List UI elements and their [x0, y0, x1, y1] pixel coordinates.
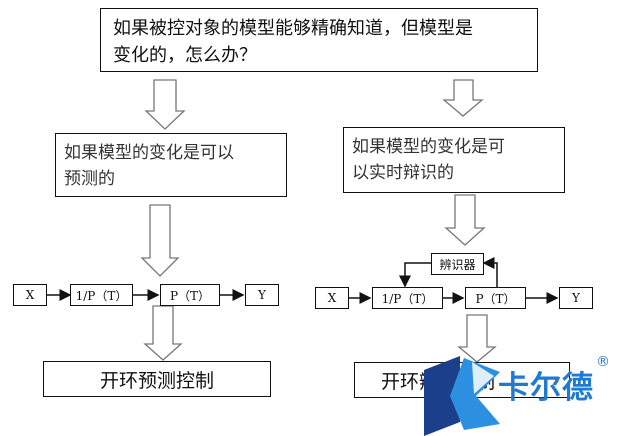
hollow-arrow-left-case [140, 204, 180, 277]
arrow-p-to-identifier [482, 257, 498, 288]
left-node-y: Y [245, 284, 279, 306]
right-node-inverse: 1/P（T） [372, 287, 443, 309]
right-node-y: Y [559, 287, 593, 309]
left-case-box: 如果模型的变化是可以 预测的 [55, 133, 287, 197]
question-line-1: 如果被控对象的模型能够精确知道，但模型是 [113, 18, 473, 39]
right-case-line-2: 以实时辩识的 [352, 163, 454, 183]
right-node-plant: P（T） [465, 287, 526, 309]
question-box: 如果被控对象的模型能够精确知道，但模型是 变化的，怎么办？ [100, 8, 538, 72]
identifier-box: 辨识器 [431, 253, 484, 275]
right-node-x: X [315, 287, 349, 309]
question-line-2: 变化的，怎么办？ [113, 45, 257, 66]
hollow-arrow-q-right [442, 79, 484, 117]
left-case-line-2: 预测的 [64, 169, 115, 189]
registered-mark: ® [596, 354, 610, 370]
hollow-arrow-q-left [144, 79, 186, 130]
hollow-arrow-right-case [444, 194, 486, 246]
left-node-inverse: 1/P（T） [70, 284, 133, 306]
left-node-plant: P（T） [160, 284, 220, 306]
kaerde-logo-icon [424, 356, 500, 436]
right-case-box: 如果模型的变化是可 以实时辩识的 [343, 127, 565, 193]
left-node-x: X [13, 284, 47, 306]
logo-text: 卡尔德 [498, 370, 594, 406]
hollow-arrow-left-result [143, 305, 183, 361]
arrow-identifier-to-inv [399, 262, 431, 288]
right-case-line-1: 如果模型的变化是可 [352, 137, 505, 157]
left-case-line-1: 如果模型的变化是可以 [64, 143, 234, 163]
left-result-box: 开环预测控制 [43, 361, 271, 397]
hollow-arrow-right-result [457, 314, 497, 363]
